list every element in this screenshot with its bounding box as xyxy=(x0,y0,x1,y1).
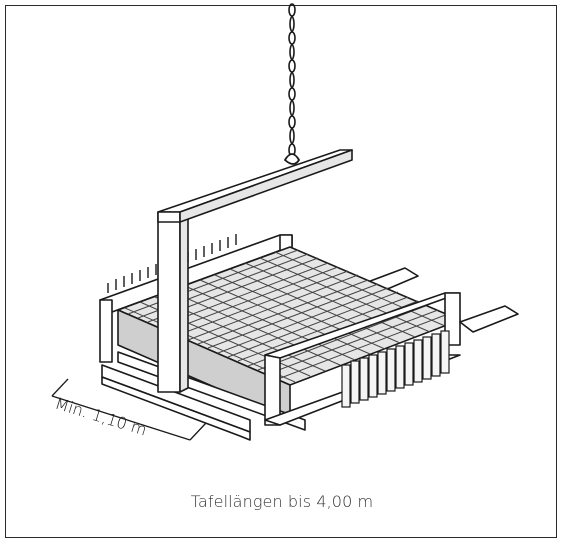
front-right-bar xyxy=(459,305,519,333)
crane-arm xyxy=(157,149,353,223)
crane-post xyxy=(157,209,189,393)
lifting-hook xyxy=(283,153,301,165)
dimension-label: Min. 1,10 m xyxy=(53,394,149,440)
lifting-chain xyxy=(288,3,296,157)
dimension-line xyxy=(51,378,207,441)
caption: Tafellängen bis 4,00 m xyxy=(190,492,374,511)
front-right-frame xyxy=(264,292,461,426)
